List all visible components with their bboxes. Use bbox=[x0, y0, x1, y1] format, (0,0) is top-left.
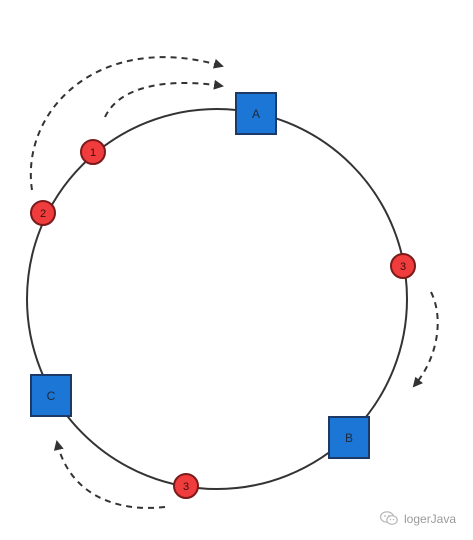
dashed-arrow-outer-top bbox=[29, 56, 224, 191]
data-item-3-right-label: 3 bbox=[400, 261, 406, 273]
wechat-icon bbox=[380, 511, 398, 526]
data-item-3-bottom: 3 bbox=[173, 473, 199, 499]
data-item-2: 2 bbox=[30, 200, 56, 226]
server-node-c: C bbox=[30, 374, 72, 417]
watermark-text: logerJava bbox=[404, 511, 457, 526]
hash-ring bbox=[26, 108, 408, 490]
data-item-3-bottom-label: 3 bbox=[183, 481, 189, 493]
watermark: logerJava bbox=[380, 511, 456, 526]
data-item-1: 1 bbox=[80, 139, 106, 165]
server-node-b-label: B bbox=[345, 431, 353, 445]
data-item-1-label: 1 bbox=[90, 147, 96, 159]
data-item-2-label: 2 bbox=[40, 208, 46, 220]
server-node-a-label: A bbox=[252, 107, 260, 121]
data-item-3-right: 3 bbox=[390, 253, 416, 279]
dashed-arrow-inner-top bbox=[104, 79, 224, 118]
dashed-arrow-bottom-left bbox=[53, 440, 166, 509]
server-node-b: B bbox=[328, 416, 370, 459]
dashed-arrow-right bbox=[412, 291, 439, 388]
server-node-a: A bbox=[235, 92, 277, 135]
server-node-c-label: C bbox=[47, 389, 56, 403]
